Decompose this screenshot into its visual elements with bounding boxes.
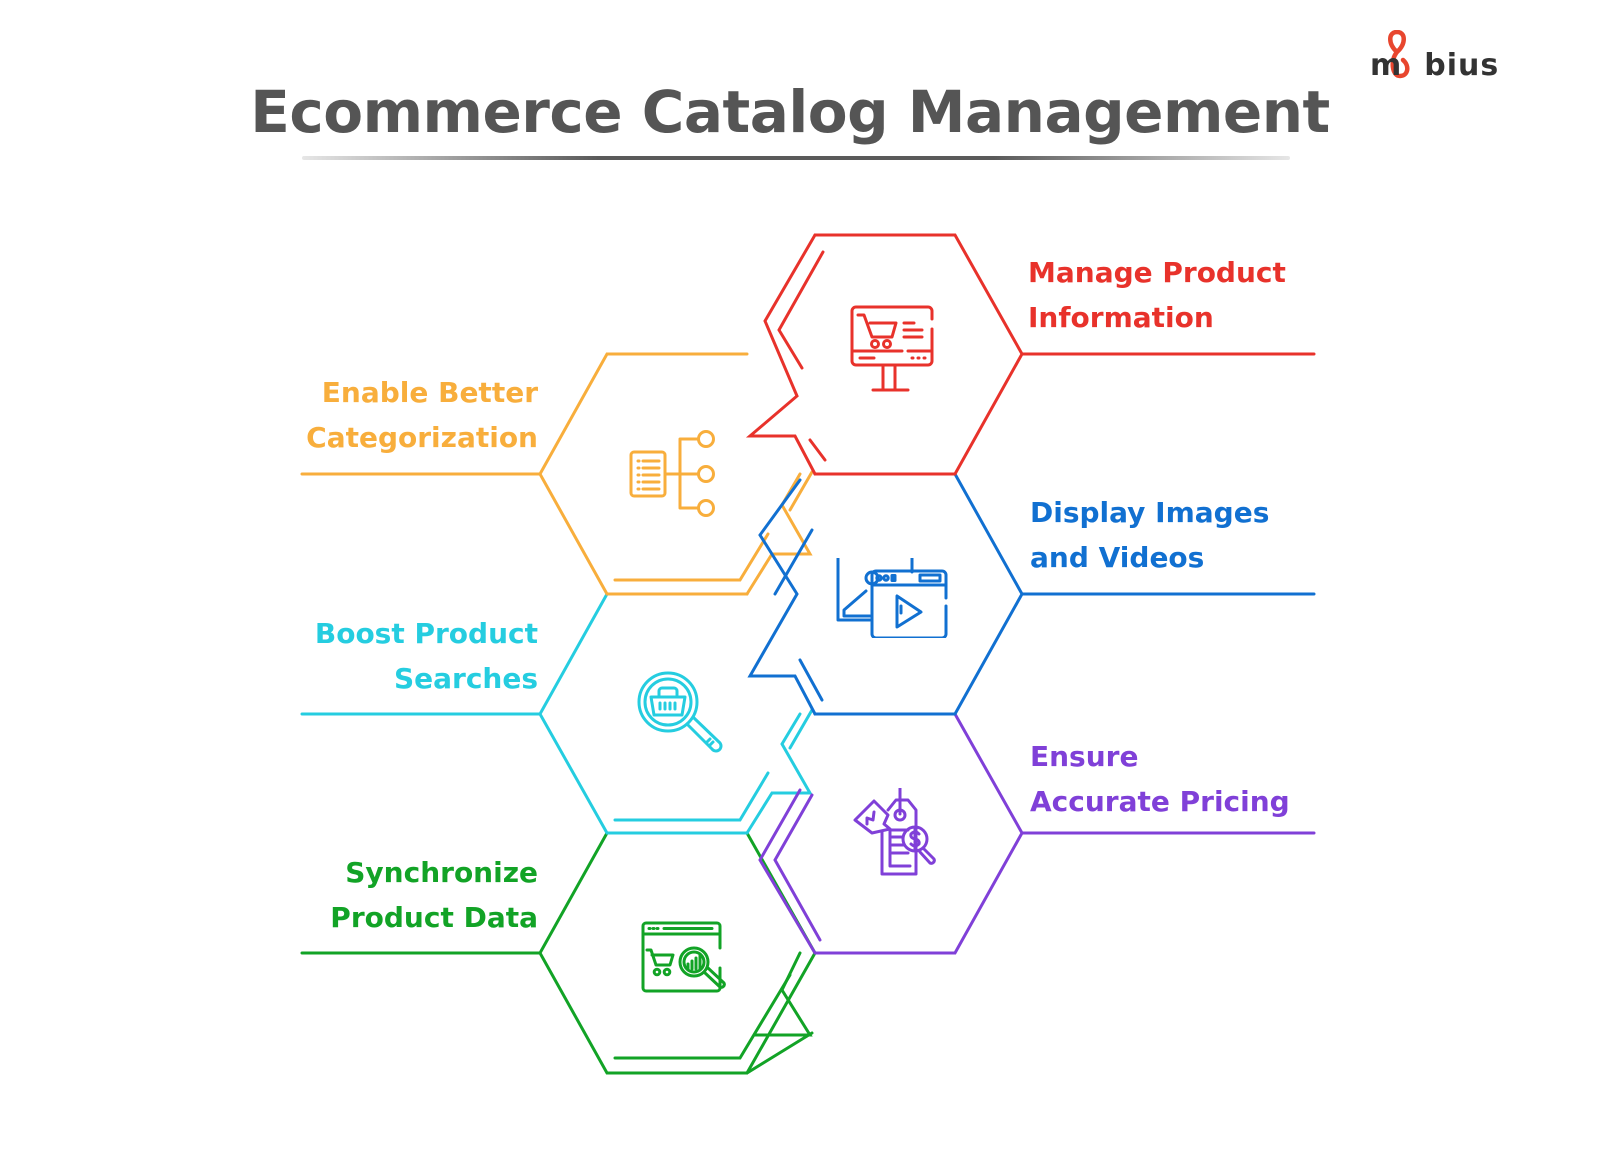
page-title: Ecommerce Catalog Management (250, 78, 1330, 146)
hexagon-manage (745, 233, 1316, 476)
label-sync: Synchronize Product Data (330, 856, 538, 934)
monitor-cart-icon (850, 305, 934, 392)
list-hierarchy-icon (629, 430, 715, 517)
image-video-icon (836, 558, 948, 638)
label-search: Boost Product Searches (314, 617, 538, 695)
logo-text-m: m (1370, 48, 1403, 83)
label-categorize: Enable Better Categorization (306, 376, 538, 454)
label-manage: Manage Product Information (1028, 256, 1286, 334)
basket-search-icon (637, 671, 723, 753)
label-display: Display Images and Videos (1030, 496, 1270, 574)
title-underline (302, 156, 1290, 160)
browser-cart-analytics-icon (641, 921, 726, 993)
mobius-infinity-icon (1388, 30, 1410, 79)
label-pricing: Ensure Accurate Pricing (1030, 740, 1290, 818)
price-tag-search-icon (853, 788, 936, 876)
logo-text-bius: bius (1424, 48, 1500, 83)
